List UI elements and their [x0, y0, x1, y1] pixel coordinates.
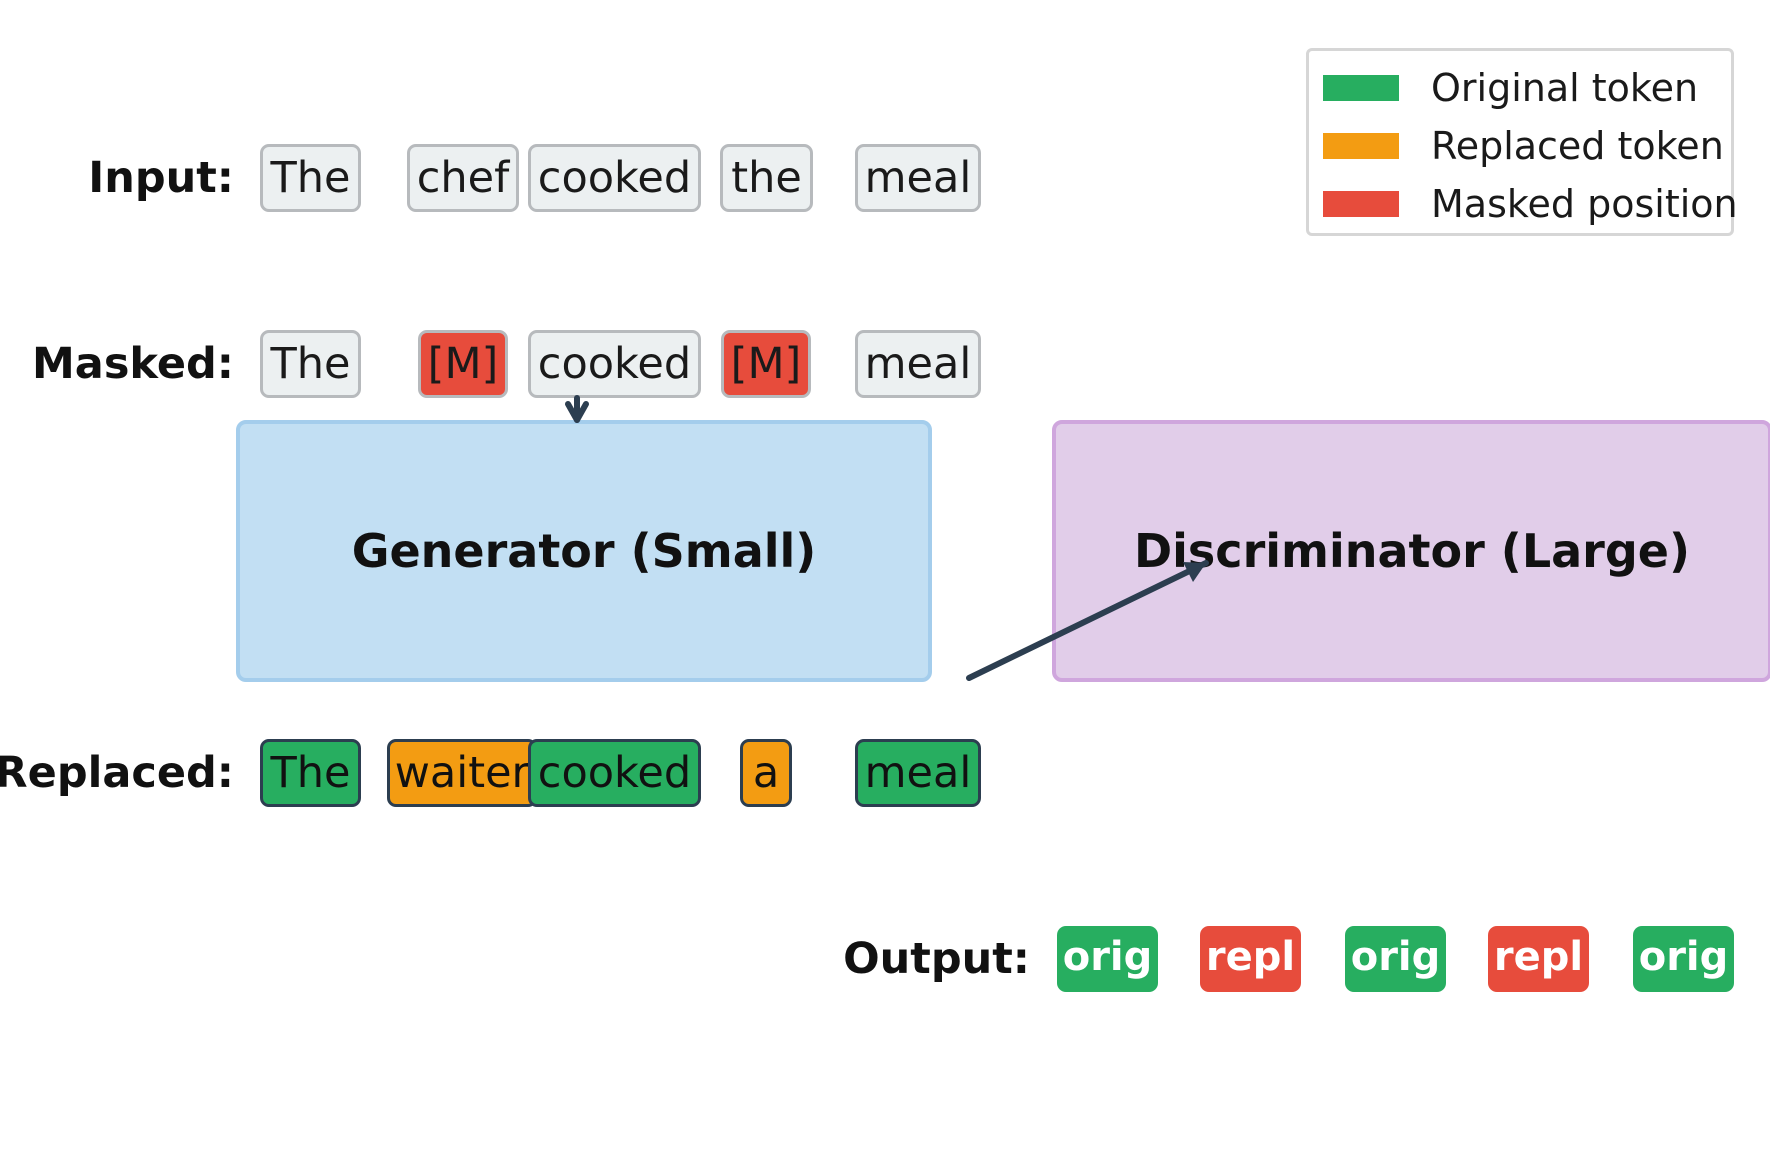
generator-label: Generator (Small)	[351, 524, 817, 578]
input-token: cooked	[528, 144, 701, 212]
input-token: chef	[407, 144, 519, 212]
generator-to-discriminator-arrow	[966, 560, 1209, 681]
output-row-label: Output:	[843, 934, 1030, 984]
output-badge-orig: orig	[1345, 926, 1446, 992]
masked-row-label: Masked:	[32, 339, 234, 389]
legend-swatch-original	[1323, 75, 1399, 101]
legend-item-replaced: Replaced token	[1323, 121, 1724, 171]
input-row-label: Input:	[88, 153, 234, 203]
replaced-row-label: Replaced:	[0, 748, 234, 798]
legend-label: Original token	[1431, 66, 1699, 110]
legend: Original token Replaced token Masked pos…	[1306, 48, 1738, 236]
masked-token: The	[260, 330, 361, 398]
replaced-token-replaced: a	[740, 739, 792, 807]
replaced-token-original: The	[260, 739, 361, 807]
input-token: The	[260, 144, 361, 212]
replaced-token-original: cooked	[528, 739, 701, 807]
output-badge-orig: orig	[1057, 926, 1158, 992]
masked-token: meal	[855, 330, 981, 398]
discriminator-label: Discriminator (Large)	[1133, 524, 1691, 578]
output-badge-orig: orig	[1633, 926, 1734, 992]
legend-item-masked: Masked position	[1323, 179, 1738, 229]
input-token: the	[720, 144, 813, 212]
masked-token-mask: [M]	[418, 330, 508, 398]
legend-swatch-replaced	[1323, 133, 1399, 159]
output-badge-repl: repl	[1200, 926, 1301, 992]
generator-box: Generator (Small)	[236, 420, 932, 682]
legend-item-original: Original token	[1323, 63, 1698, 113]
legend-label: Masked position	[1431, 182, 1738, 226]
legend-label: Replaced token	[1431, 124, 1724, 168]
masked-to-generator-arrow	[565, 395, 589, 423]
legend-swatch-masked	[1323, 191, 1399, 217]
output-badge-repl: repl	[1488, 926, 1589, 992]
discriminator-box: Discriminator (Large)	[1052, 420, 1770, 682]
masked-token: cooked	[528, 330, 701, 398]
replaced-token-original: meal	[855, 739, 981, 807]
masked-token-mask: [M]	[721, 330, 811, 398]
input-token: meal	[855, 144, 981, 212]
replaced-token-replaced: waiter	[387, 739, 537, 807]
